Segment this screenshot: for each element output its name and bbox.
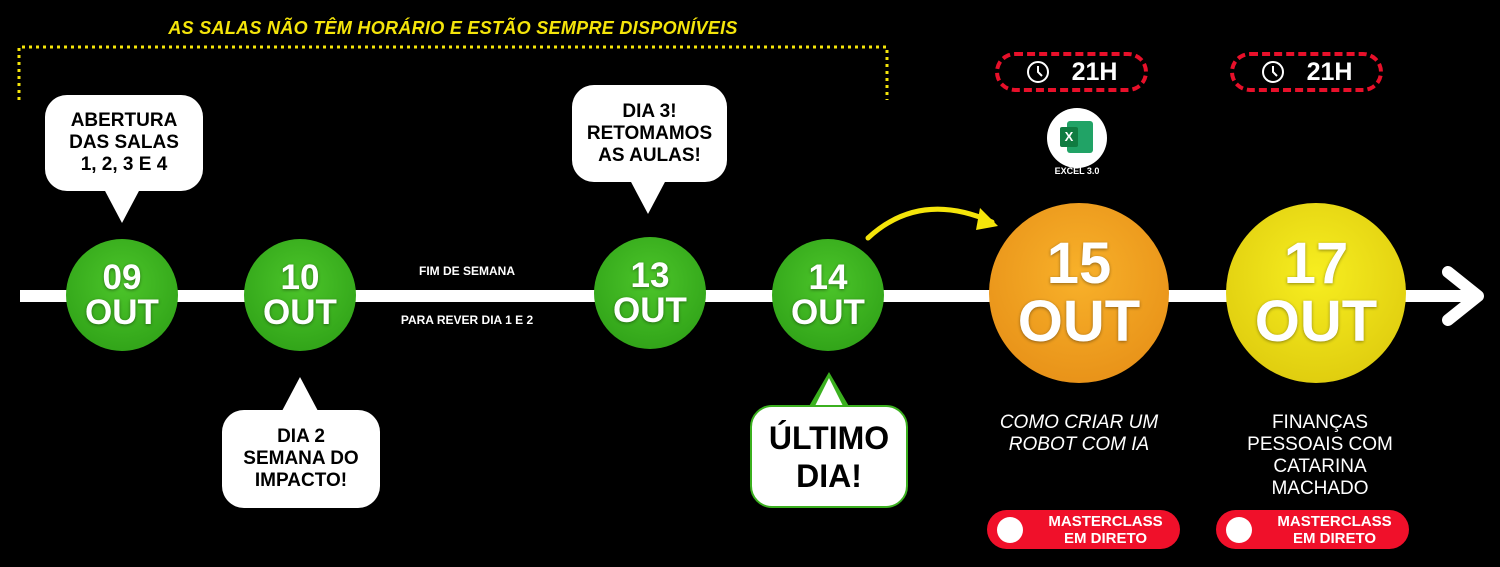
- headline: AS SALAS NÃO TÊM HORÁRIO E ESTÃO SEMPRE …: [168, 18, 738, 38]
- time-label: 21H: [1071, 57, 1118, 86]
- date-day: 10: [280, 258, 320, 297]
- time-label: 21H: [1306, 57, 1353, 86]
- timeline-arrowhead: [1442, 266, 1484, 326]
- weekend-sublabel: PARA REVER DIA 1 E 2: [400, 313, 534, 327]
- title-line: COMO CRIAR UM: [999, 412, 1159, 433]
- live-dot-icon: [997, 517, 1023, 543]
- date-month: OUT: [1254, 289, 1378, 354]
- clock-icon: [1026, 61, 1049, 83]
- title-line: CATARINA: [1273, 456, 1367, 477]
- title-line: ROBOT COM IA: [1008, 434, 1150, 455]
- date-month: OUT: [613, 291, 687, 330]
- badge-line: MASTERCLASS: [1277, 513, 1392, 530]
- date-month: OUT: [791, 293, 865, 332]
- title-line: MACHADO: [1271, 478, 1369, 499]
- badge-line: EM DIRETO: [1292, 530, 1377, 547]
- day3-bubble: DIA 3! RETOMAMOS AS AULAS!: [572, 85, 727, 182]
- time-pill: 21H: [995, 52, 1148, 92]
- bubble-line: DIA 2: [277, 426, 325, 447]
- excel-logo: X: [1047, 108, 1107, 168]
- date-month: OUT: [1017, 289, 1141, 354]
- title-line: PESSOAIS COM: [1247, 434, 1393, 455]
- bubble-line: ÚLTIMO: [768, 419, 890, 456]
- bubble-pointer: [104, 189, 140, 223]
- date-day: 17: [1283, 231, 1349, 296]
- badge-line: MASTERCLASS: [1048, 513, 1163, 530]
- day2-bubble: DIA 2 SEMANA DO IMPACTO!: [222, 410, 380, 508]
- date-day: 13: [630, 256, 670, 295]
- bubble-line: DIA 3!: [622, 100, 677, 122]
- bubble-line: SEMANA DO: [243, 448, 359, 469]
- date-month: OUT: [263, 293, 337, 332]
- last-day-bubble: ÚLTIMO DIA!: [750, 405, 908, 508]
- time-pill: 21H: [1230, 52, 1383, 92]
- weekend-label: FIM DE SEMANA: [419, 264, 515, 278]
- bubble-line: DAS SALAS: [69, 132, 179, 153]
- date-day: 14: [808, 258, 848, 297]
- date-month: OUT: [85, 293, 159, 332]
- date-day: 15: [1046, 231, 1112, 296]
- curved-arrow: [865, 206, 995, 241]
- bubble-pointer: [630, 180, 666, 214]
- bubble-line: 1, 2, 3 E 4: [80, 154, 168, 175]
- clock-icon: [1261, 61, 1284, 83]
- badge-line: EM DIRETO: [1063, 530, 1148, 547]
- bubble-line: AS AULAS!: [598, 144, 701, 166]
- availability-bracket: [17, 45, 889, 100]
- live-dot-icon: [1226, 517, 1252, 543]
- title-line: FINANÇAS: [1271, 412, 1369, 433]
- bubble-pointer: [282, 377, 318, 411]
- excel-logo-label: EXCEL 3.0: [1054, 166, 1100, 176]
- curved-arrow-head: [976, 208, 998, 230]
- bubble-line: RETOMAMOS: [586, 122, 713, 144]
- opening-bubble: ABERTURA DAS SALAS 1, 2, 3 E 4: [45, 95, 203, 191]
- bubble-line: DIA!: [796, 457, 862, 494]
- bubble-line: ABERTURA: [70, 110, 178, 131]
- bubble-line: IMPACTO!: [254, 470, 348, 491]
- session-title: COMO CRIAR UM ROBOT COM IA: [974, 412, 1184, 456]
- session-title: FINANÇAS PESSOAIS COM CATARINA MACHADO: [1215, 412, 1425, 500]
- date-day: 09: [102, 258, 142, 297]
